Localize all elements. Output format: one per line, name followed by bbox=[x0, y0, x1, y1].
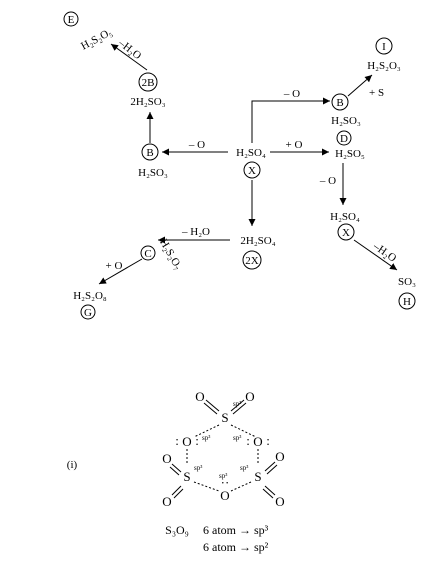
arrow-x-to-so3 bbox=[353, 239, 398, 271]
so3-label: SO₃ bbox=[398, 276, 416, 288]
o-bridge-bottom-hybrid: sp³ bbox=[219, 472, 227, 480]
node-c-label: C bbox=[144, 248, 151, 260]
bond-top-left-2 bbox=[203, 402, 218, 415]
h2s2o5-label: H₂S₂O₅ bbox=[79, 26, 114, 52]
h2s2o7-label: H₂S₂O₇ bbox=[157, 237, 184, 272]
node-h-circle bbox=[398, 292, 416, 310]
o-bridge-right: O bbox=[253, 434, 262, 449]
node-i-label: I bbox=[382, 41, 386, 53]
part-label: (i) bbox=[67, 459, 78, 471]
bond-s-right-o-bottom bbox=[230, 481, 252, 492]
node-x-center-circle bbox=[243, 161, 261, 179]
two-h2so3-label: 2H₂SO₃ bbox=[130, 96, 165, 108]
arrow-c-to-g bbox=[98, 258, 143, 285]
h2s2o8-label: H₂S₂O₈ bbox=[73, 290, 107, 302]
node-2x-label: 2X bbox=[245, 255, 259, 267]
h2s2o3-label: H₂S₂O₃ bbox=[367, 60, 401, 72]
bond-right-lower-2 bbox=[262, 488, 274, 499]
h2so3-right-label: H₂SO₃ bbox=[331, 115, 361, 127]
arrow-b-to-i bbox=[347, 74, 373, 97]
bond-top-left-1 bbox=[205, 399, 220, 412]
node-2b-circle bbox=[138, 72, 158, 92]
node-x-center-label: X bbox=[248, 165, 256, 177]
bond-top-right-1 bbox=[230, 399, 245, 412]
minus-o-down-label: – O bbox=[319, 175, 336, 187]
minus-h2o-c-label: – H₂O bbox=[181, 226, 210, 238]
plus-o-right-label: + O bbox=[286, 139, 303, 151]
bond-right-lower-1 bbox=[264, 485, 276, 496]
plus-o-g-label: + O bbox=[106, 260, 123, 272]
node-2b-label: 2B bbox=[142, 77, 155, 89]
h2so5-label: H₂SO₅ bbox=[335, 148, 365, 160]
bond-s-left-o-bottom bbox=[193, 481, 220, 492]
minus-o-left-label: – O bbox=[188, 139, 205, 151]
node-e-label: E bbox=[68, 14, 75, 26]
node-d-label: D bbox=[340, 133, 348, 145]
h2so3-left-label: H₂SO₃ bbox=[138, 167, 168, 179]
o-bridge-bottom-lp: ·· bbox=[221, 475, 230, 490]
o-bridge-left-lp-a: : bbox=[175, 433, 179, 448]
o-top-right: O bbox=[245, 389, 254, 404]
s-left-hybrid: sp³ bbox=[194, 464, 202, 472]
bond-s-top-o-left bbox=[193, 424, 220, 438]
s-top: S bbox=[221, 410, 228, 425]
bond-left-upper-1 bbox=[171, 463, 182, 473]
o-bridge-right-lp-a: : bbox=[246, 433, 250, 448]
node-h-label: H bbox=[403, 296, 411, 308]
arrow-2b-to-e bbox=[110, 43, 148, 71]
h2so4-right-label: H₂SO₄ bbox=[330, 211, 360, 223]
o-right-upper: O bbox=[275, 449, 284, 464]
bond-left-lower-2 bbox=[173, 488, 184, 499]
minus-h2o-e-label: –H₂O bbox=[115, 37, 143, 63]
node-b-right-circle bbox=[331, 93, 349, 111]
node-g-circle bbox=[80, 304, 96, 320]
bond-right-upper-1 bbox=[264, 461, 276, 472]
plus-s-label: + S bbox=[369, 87, 384, 99]
bond-right-upper-2 bbox=[266, 464, 278, 475]
o-bridge-left: O bbox=[182, 434, 191, 449]
node-e-circle bbox=[63, 11, 79, 27]
o-left-lower: O bbox=[162, 494, 171, 509]
o-left-upper: O bbox=[162, 451, 171, 466]
s-left: S bbox=[183, 469, 190, 484]
s-right-hybrid: sp³ bbox=[240, 464, 248, 472]
o-bridge-left-lp-b: : bbox=[195, 433, 199, 448]
minus-o-top-label: – O bbox=[283, 88, 300, 100]
bond-top-right-2 bbox=[232, 402, 247, 415]
node-x-right-label: X bbox=[342, 227, 350, 239]
arrow-x-to-b-right bbox=[251, 97, 330, 143]
node-b-left-label: B bbox=[146, 147, 153, 159]
node-i-circle bbox=[375, 37, 393, 55]
o-bridge-right-hybrid: sp³ bbox=[233, 434, 241, 442]
o-top-left: O bbox=[195, 389, 204, 404]
hybrid-line-1: 6 atom → sp³ bbox=[203, 523, 269, 537]
node-d-circle bbox=[336, 130, 352, 146]
o-right-lower: O bbox=[275, 494, 284, 509]
o-bridge-right-lp-b: : bbox=[266, 433, 270, 448]
node-c-circle bbox=[140, 245, 156, 261]
node-b-left-circle bbox=[141, 143, 159, 161]
node-2x-circle bbox=[242, 250, 262, 270]
node-x-right-circle bbox=[337, 223, 355, 241]
two-h2so4-label: 2H₂SO₄ bbox=[240, 235, 275, 247]
o-bridge-left-hybrid: sp³ bbox=[202, 434, 210, 442]
h2so4-center-label: H₂SO₄ bbox=[236, 147, 266, 159]
node-g-label: G bbox=[84, 307, 92, 319]
bond-left-upper-2 bbox=[169, 466, 180, 476]
s-right: S bbox=[254, 469, 261, 484]
o-bridge-bottom: O bbox=[220, 488, 229, 503]
bond-left-lower-1 bbox=[171, 485, 182, 496]
s-top-hybrid: sp³ bbox=[233, 400, 241, 408]
node-b-right-label: B bbox=[336, 97, 343, 109]
formula-label: S₃O₉ bbox=[165, 523, 189, 537]
hybrid-line-2: 6 atom → sp² bbox=[203, 540, 269, 554]
bond-s-top-o-right bbox=[230, 424, 257, 438]
